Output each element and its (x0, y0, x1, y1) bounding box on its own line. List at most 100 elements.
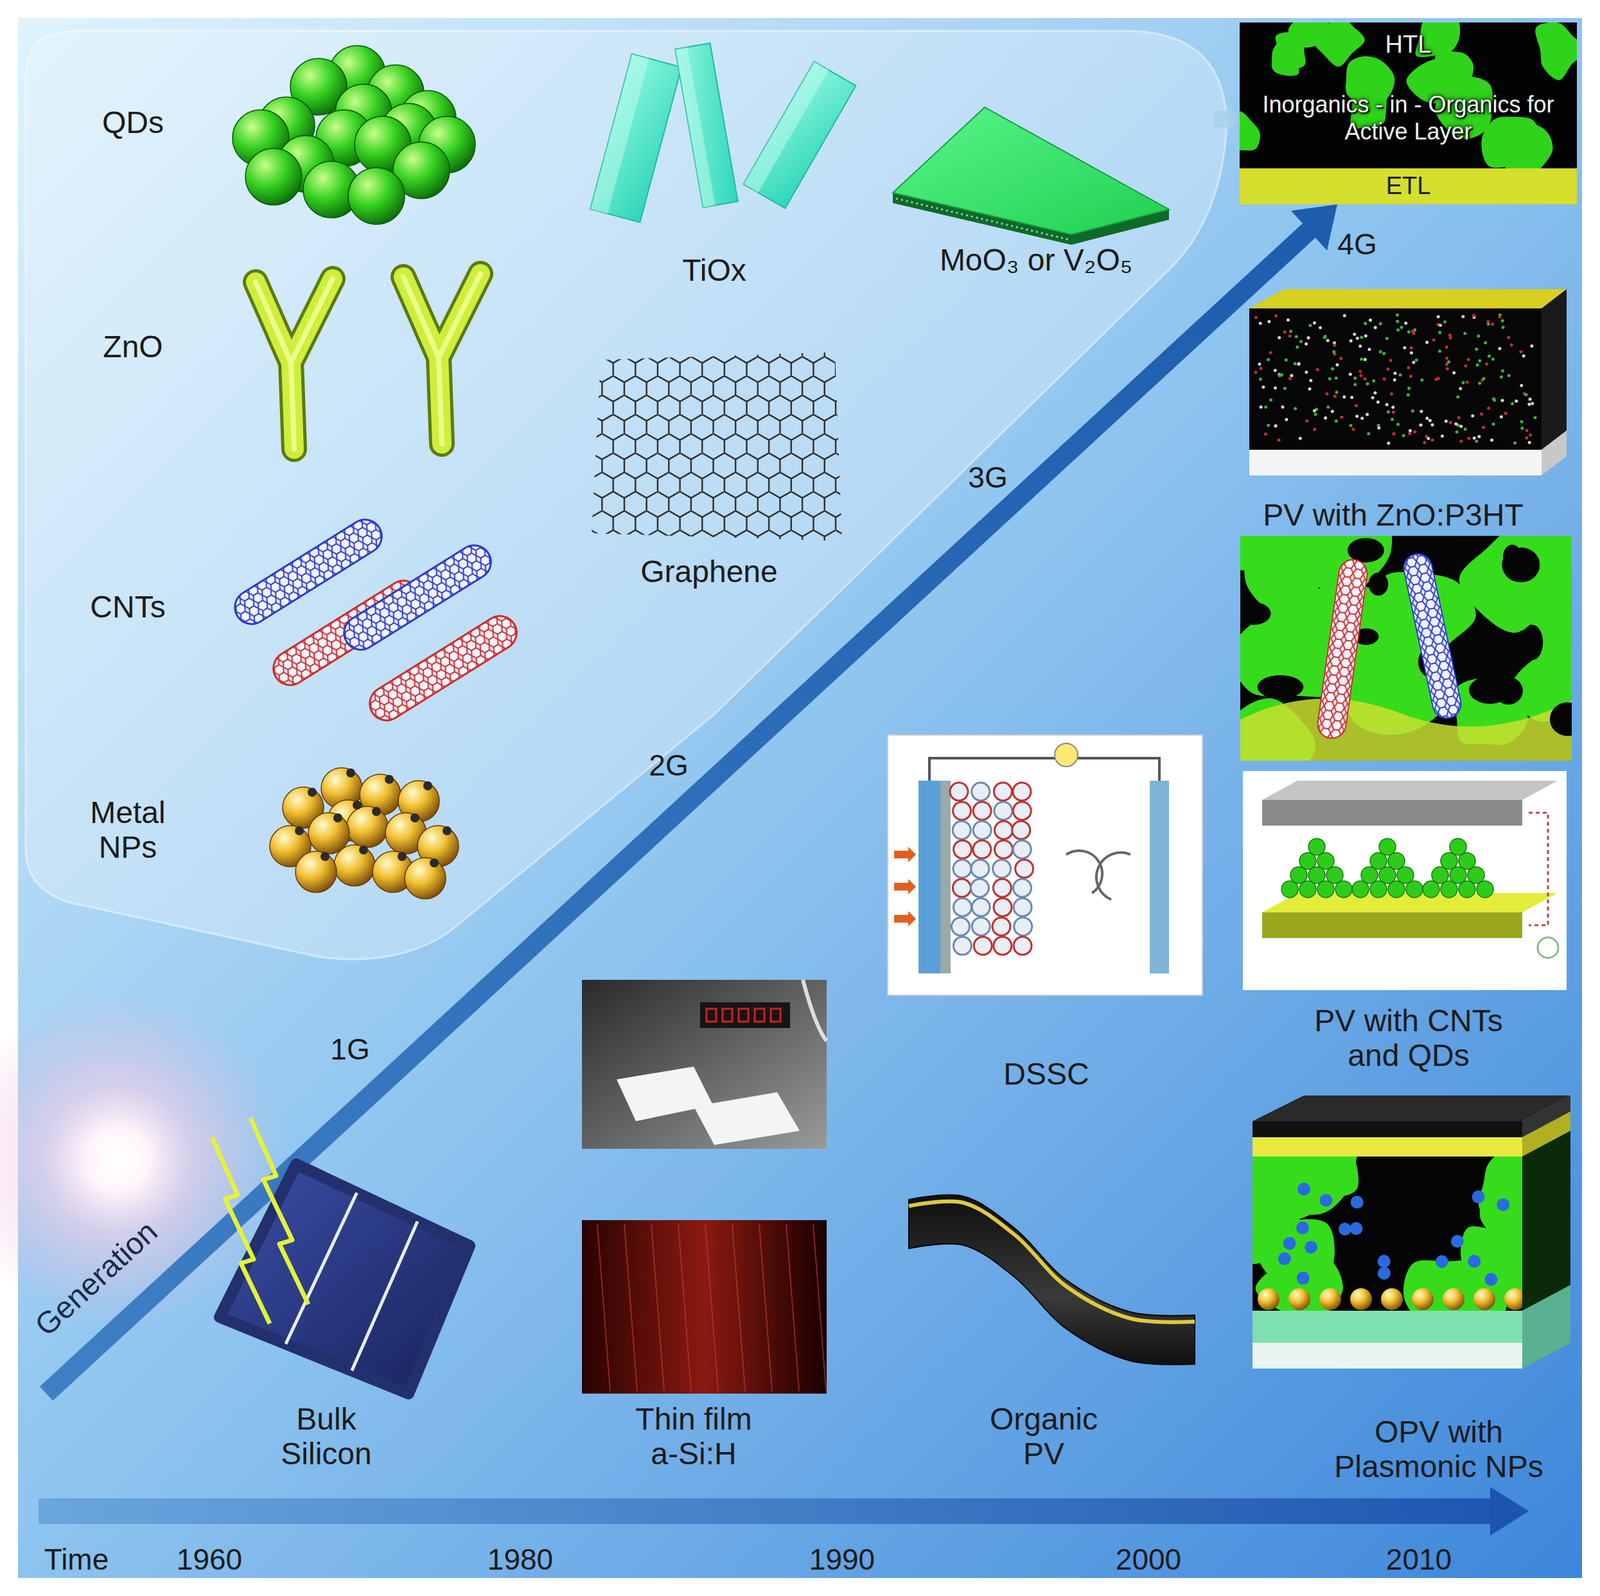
layer-label: ETL (1386, 172, 1432, 201)
year-tick: 1990 (809, 1542, 875, 1577)
zno-p3ht-device (1459, 424, 1463, 428)
dssc-schematic (973, 936, 992, 955)
plasmonic-opv-device (1252, 1310, 1523, 1343)
zno-p3ht-device (1476, 362, 1480, 367)
calculator-photo (754, 1008, 765, 1022)
zno-p3ht-device (1261, 385, 1265, 389)
zno-p3ht-device (1363, 357, 1367, 361)
cnt-qd-device (1370, 880, 1387, 898)
thin-film-photo (651, 1223, 665, 1391)
generation-label: 2G (648, 748, 688, 783)
calculator-photo (581, 979, 827, 1149)
cnt-qd-device (1326, 866, 1344, 884)
cnt-sponge-device (1494, 676, 1523, 705)
material-label: ZnO (102, 329, 163, 365)
cnt-sponge-device (1240, 535, 1572, 761)
dssc-schematic (1012, 801, 1031, 820)
plasmonic-opv-device (1350, 1195, 1364, 1209)
zno-p3ht-device (1467, 436, 1471, 440)
silicon-wafer (285, 1192, 358, 1344)
cnt-qd-device (1467, 866, 1485, 884)
zno-p3ht-device (1326, 405, 1330, 409)
zno-p3ht-device (1407, 330, 1411, 334)
metal-nanoparticles (294, 826, 304, 836)
dssc-schematic (1013, 897, 1032, 916)
zno-p3ht-device (1339, 415, 1344, 419)
metal-nanoparticles (346, 768, 356, 778)
zno-p3ht-device (1297, 362, 1301, 366)
zno-p3ht-device (1355, 336, 1360, 340)
year-tick: 1960 (176, 1542, 243, 1577)
zno-p3ht-device (1386, 409, 1390, 414)
dssc-schematic (929, 757, 1160, 781)
device-label: DSSC (1003, 1056, 1089, 1092)
zno-p3ht-device (1278, 373, 1282, 378)
zno-p3ht-device (1259, 405, 1263, 409)
zno-p3ht-device (1382, 351, 1386, 356)
cnt-sponge-device (1522, 624, 1544, 660)
plasmonic-opv-device (1349, 1221, 1363, 1235)
zno-p3ht-device (1486, 406, 1491, 410)
zno-p3ht-device (1409, 346, 1414, 350)
dssc-schematic (1054, 743, 1078, 767)
generation-arrow (46, 229, 1311, 1394)
carbon-nanotubes (363, 609, 523, 727)
zno-p3ht-device (1382, 377, 1387, 381)
zno-p3ht-device (1458, 386, 1462, 390)
zno-p3ht-device (1284, 418, 1288, 422)
zno-p3ht-device (1368, 318, 1372, 322)
plasmonic-opv-device (1252, 1342, 1523, 1369)
zno-p3ht-device (1406, 393, 1410, 397)
dssc-schematic (953, 801, 972, 820)
zno-p3ht-device (1257, 362, 1261, 366)
cnt-sponge-device (1347, 537, 1385, 563)
dssc-schematic (971, 917, 990, 936)
plasmonic-opv-device (1377, 1266, 1391, 1280)
zno-p3ht-device (1342, 395, 1346, 399)
device-label: PV with ZnO:P3HT (1262, 497, 1523, 533)
zno-p3ht-device (1432, 338, 1436, 342)
zno-p3ht-device (1334, 419, 1338, 423)
zno-p3ht-device (1389, 391, 1394, 396)
calculator-photo (581, 979, 827, 1149)
zno-p3ht-device (1524, 393, 1528, 397)
layer-label: Inorganics - in - Organics for Active La… (1246, 91, 1571, 145)
zno-p3ht-device (1294, 335, 1299, 339)
zno-p3ht-device (1530, 401, 1534, 405)
cnt-qd-device (1308, 866, 1326, 884)
zno-p3ht-device (1326, 339, 1330, 343)
cnt-sponge-device (1368, 572, 1389, 596)
thin-film-photo (705, 1223, 719, 1391)
calculator-photo (770, 1008, 781, 1022)
zno-p3ht-device (1269, 398, 1273, 402)
zno-p3ht-device (1289, 373, 1293, 378)
zno-p3ht-device (1409, 351, 1414, 355)
zno-p3ht-device (1402, 434, 1406, 438)
zno-p3ht-device (1352, 332, 1356, 336)
dssc-schematic (1096, 852, 1131, 900)
zno-tetrapods (290, 362, 295, 449)
plasmonic-opv-device (1252, 1171, 1316, 1234)
light-bolts (250, 1117, 309, 1304)
graphene-lattice (580, 337, 881, 595)
tiox-nanorods (675, 43, 739, 208)
zno-p3ht-device (1411, 409, 1415, 413)
cnt-qd-device (1308, 838, 1326, 855)
zno-p3ht-device (1364, 334, 1368, 338)
dssc-schematic (952, 820, 971, 839)
thin-film-photo (581, 1219, 827, 1394)
zno-p3ht-device (1420, 378, 1424, 382)
zno-tetrapods (255, 273, 481, 449)
dssc-schematic (992, 917, 1011, 936)
zno-p3ht-device (1318, 326, 1322, 330)
zno-p3ht-device (1334, 376, 1338, 380)
zno-p3ht-device (1339, 356, 1343, 360)
zno-tetrapods (438, 357, 442, 444)
cnt-sponge-device (1501, 547, 1540, 582)
zno-p3ht-device (1355, 414, 1359, 418)
cnt-sponge-device (1240, 601, 1271, 625)
zno-p3ht-device (1391, 410, 1396, 414)
time-axis (1490, 1486, 1529, 1536)
dssc-schematic (994, 820, 1013, 839)
dssc-schematic (971, 897, 990, 916)
